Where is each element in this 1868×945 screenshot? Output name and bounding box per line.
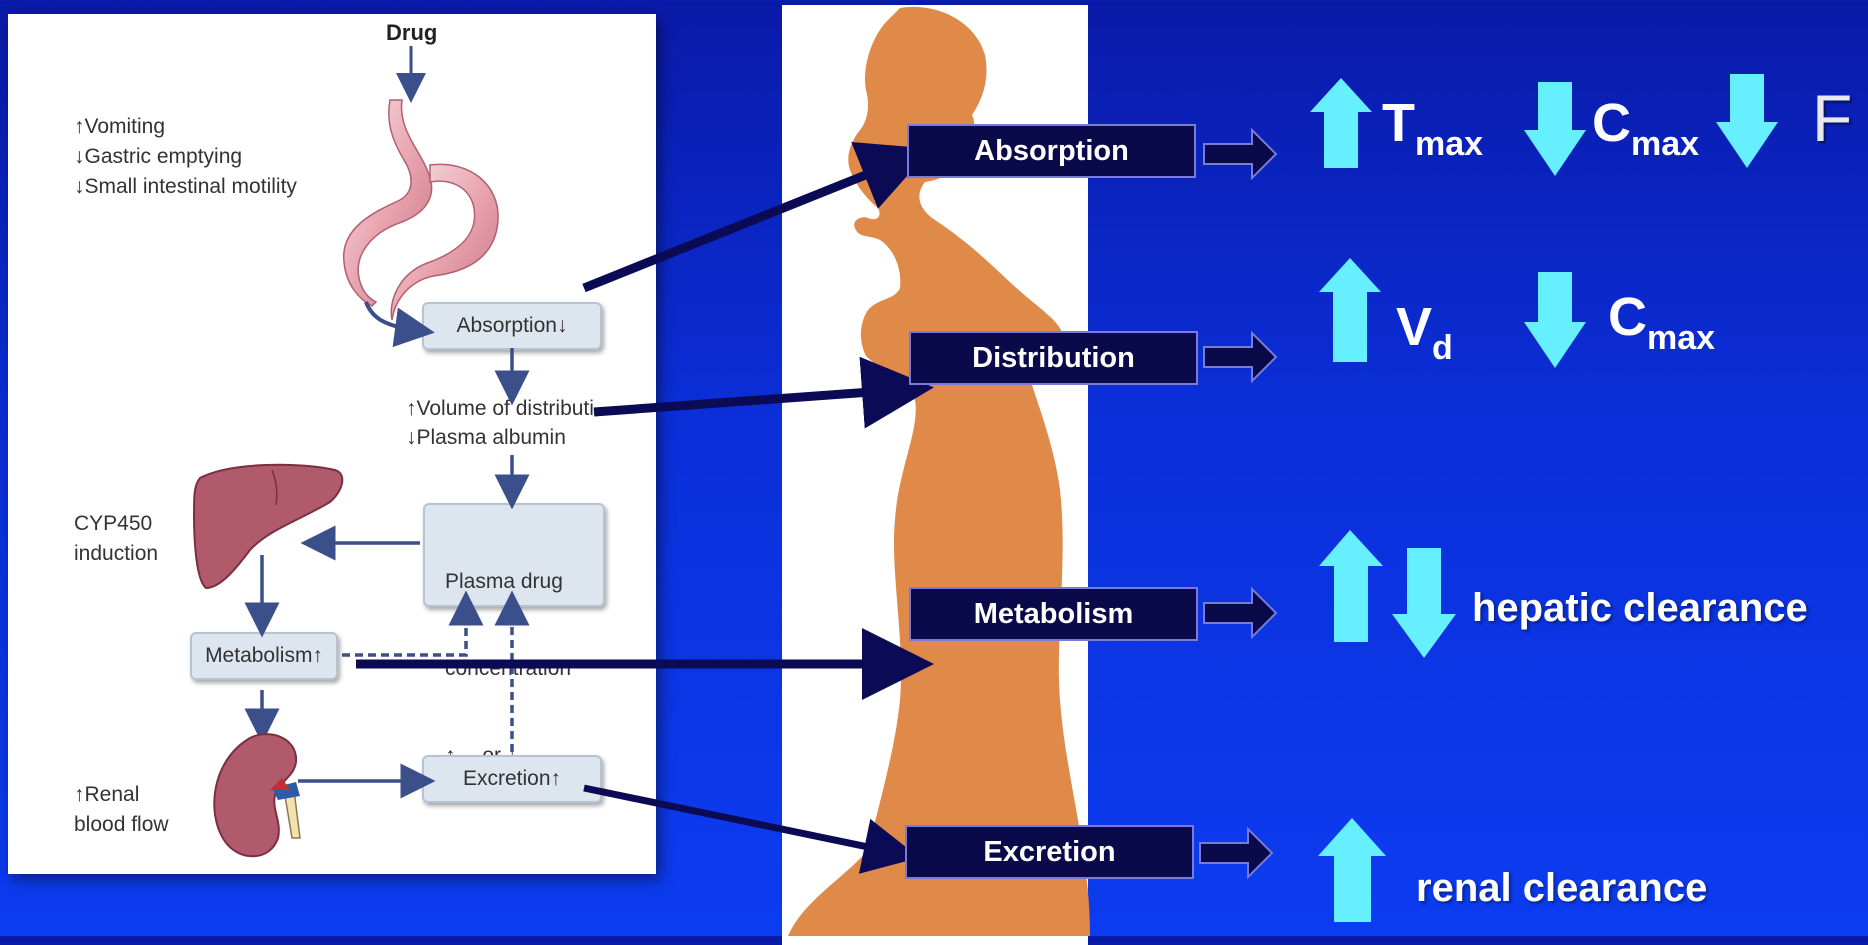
stomach-icon — [344, 100, 498, 320]
tmax-label: Tmax — [1382, 92, 1483, 164]
down-arrow-icon — [1392, 548, 1456, 658]
connector-arrow-distribution — [594, 390, 898, 412]
distribution-phase-box: Distribution — [909, 331, 1198, 385]
phase-arrow-metabolism — [1204, 589, 1276, 637]
down-arrow-icon — [1524, 272, 1586, 368]
hepatic-clearance-label: hepatic clearance — [1472, 586, 1808, 631]
metabolism-to-plasma-dashed-arrow — [342, 608, 466, 655]
excretion-phase-box: Excretion — [905, 825, 1194, 879]
cmax-label-distribution: Cmax — [1608, 286, 1715, 358]
connector-arrow-excretion — [584, 788, 892, 852]
down-arrow-icon — [1524, 82, 1586, 176]
down-arrow-icon — [1716, 74, 1778, 168]
bioavailability-label: F — [1812, 80, 1852, 156]
up-arrow-icon — [1319, 530, 1383, 642]
phase-arrow-absorption — [1204, 130, 1276, 178]
phase-arrow-excretion — [1200, 829, 1272, 877]
metabolism-phase-box: Metabolism — [909, 587, 1198, 641]
renal-clearance-label: renal clearance — [1416, 866, 1707, 911]
effect-arrows — [1310, 74, 1778, 922]
absorption-phase-box: Absorption — [907, 124, 1196, 178]
phase-arrow-distribution — [1204, 333, 1276, 381]
up-arrow-icon — [1310, 78, 1372, 168]
gut-to-absorption-arrow — [366, 302, 415, 330]
connector-arrow-absorption — [584, 162, 898, 288]
up-arrow-icon — [1318, 818, 1386, 922]
up-arrow-icon — [1319, 258, 1381, 362]
kidney-icon — [214, 734, 300, 856]
vd-label: Vd — [1396, 296, 1453, 368]
cmax-label-absorption: Cmax — [1592, 92, 1699, 164]
liver-icon — [194, 465, 342, 588]
